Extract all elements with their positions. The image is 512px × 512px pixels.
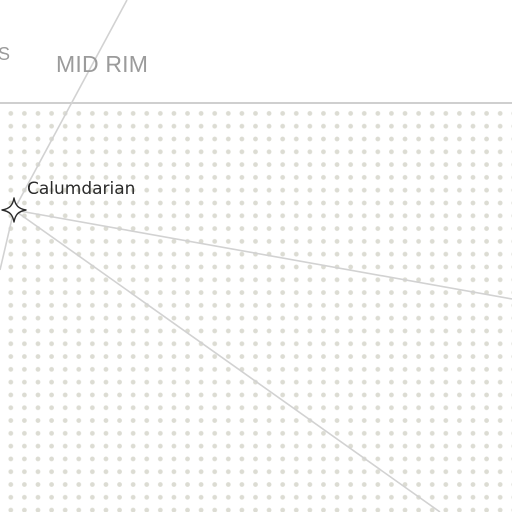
four-point-star-icon[interactable] [1, 197, 27, 223]
region-boundary-line [0, 102, 512, 104]
partial-region-label: S [0, 44, 11, 64]
region-label-mid-rim: MID RIM [56, 51, 149, 77]
system-label-calumdarian[interactable]: Calumdarian [27, 179, 136, 199]
dot-grid-background [0, 104, 512, 512]
